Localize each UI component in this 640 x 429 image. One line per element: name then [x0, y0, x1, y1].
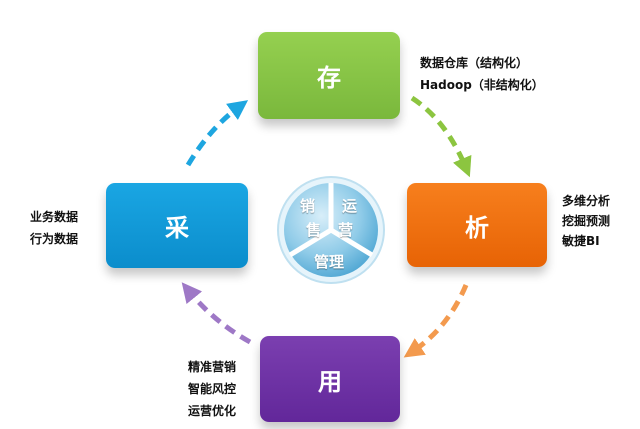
stage-cun-label: 存 [317, 64, 341, 92]
wheel-char-shou: 售 [306, 221, 322, 239]
stage-xi-label: 析 [465, 213, 489, 242]
wheel-label-guanli: 管理 [314, 253, 345, 271]
note-item: 智能风控 [188, 382, 237, 396]
note-item: 行为数据 [30, 232, 79, 246]
note-item: 数据仓库（结构化） [420, 56, 529, 70]
stage-cai-label: 采 [165, 214, 189, 242]
stage-xi-box: 析 [407, 183, 547, 267]
arrow-cun-to-xi [410, 95, 472, 178]
stage-yong-box: 用 [260, 336, 400, 422]
note-item: 敏捷BI [562, 234, 600, 248]
arrow-xi-to-yong [403, 284, 469, 358]
stage-cai-notes: 业务数据 行为数据 [30, 206, 78, 250]
note-item: 挖掘预测 [562, 214, 611, 228]
center-wheel: 销 售 运 营 管理 [276, 175, 386, 285]
arrow-cai-to-cun [185, 100, 249, 167]
note-item: Hadoop（非结构化） [420, 78, 544, 92]
stage-yong-notes: 精准营销 智能风控 运营优化 [188, 356, 236, 422]
stage-cun-box: 存 [258, 32, 400, 119]
wheel-char-yun: 运 [342, 197, 358, 215]
stage-yong-label: 用 [318, 367, 342, 396]
wheel-char-xiao: 销 [300, 197, 316, 215]
stage-cai-box: 采 [106, 183, 248, 268]
note-item: 业务数据 [30, 210, 79, 224]
note-item: 精准营销 [188, 360, 237, 374]
note-item: 运营优化 [188, 404, 237, 418]
center-wheel-graphic [277, 176, 385, 284]
note-item: 多维分析 [562, 194, 611, 208]
stage-xi-notes: 多维分析 挖掘预测 敏捷BI [562, 191, 610, 251]
arrow-yong-to-cai [181, 282, 252, 345]
wheel-char-ying: 营 [338, 221, 354, 239]
stage-cun-notes: 数据仓库（结构化） Hadoop（非结构化） [420, 52, 544, 96]
